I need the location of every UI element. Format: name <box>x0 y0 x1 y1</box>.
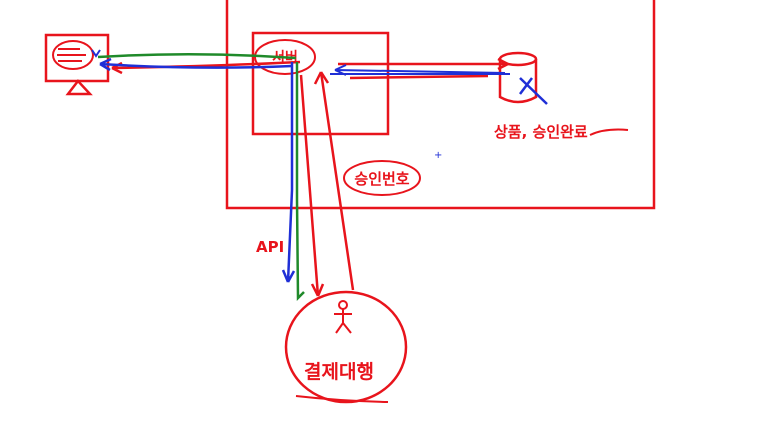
db-label: 상품, 승인완료 <box>494 123 588 141</box>
stray-mark: + <box>434 150 442 161</box>
payment-label-underline <box>295 395 389 403</box>
api-label: API <box>256 238 284 256</box>
approval-label-circle <box>343 160 421 196</box>
stick-figure-icon <box>334 300 352 334</box>
red-approval-arrow <box>313 71 355 291</box>
red-db-arrow <box>338 57 509 80</box>
payment-circle <box>284 290 408 404</box>
green-api-line <box>295 62 305 301</box>
server-box <box>251 31 390 136</box>
red-api-arrow <box>299 74 325 297</box>
database-icon <box>498 51 548 105</box>
blue-api-arrow <box>281 62 296 283</box>
system-boundary <box>225 0 656 210</box>
green-request-line <box>97 52 297 60</box>
blue-db-arrow <box>330 64 510 76</box>
monitor-icon <box>44 33 110 96</box>
db-label-underline <box>589 128 629 136</box>
blue-response-arrow <box>99 57 293 72</box>
approval-label: 승인번호 <box>354 170 409 188</box>
payment-label: 결제대행 <box>304 361 374 383</box>
